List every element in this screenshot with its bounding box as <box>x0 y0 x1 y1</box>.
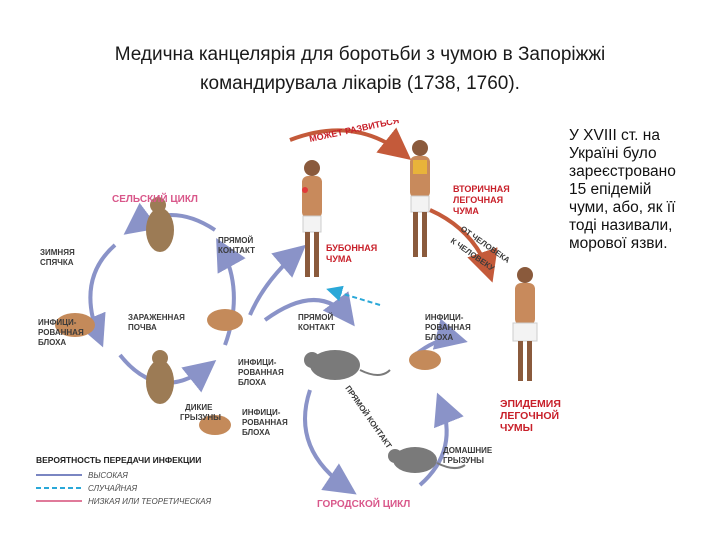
label-infected-flea-bottom-2: РОВАННАЯ <box>242 418 288 427</box>
side-note: У XVIII ст. на Україні було зареєстрован… <box>569 127 714 253</box>
title-line-2: командирувала лікарів (1738, 1760). <box>200 73 520 94</box>
human-figure-middle <box>410 140 430 257</box>
label-infected-flea-center-1: ИНФИЦИ- <box>238 358 277 367</box>
flea-bottom <box>199 415 231 435</box>
label-infected-flea-left-1: ИНФИЦИ- <box>38 318 77 327</box>
label-infected-flea-bottom-3: БЛОХА <box>242 428 270 437</box>
human-figure-right <box>512 267 538 381</box>
label-pneumonic-epidemic-2: ЛЕГОЧНОЙ <box>500 409 559 422</box>
flea-center <box>207 309 243 331</box>
urban-cycle-arrows <box>303 389 464 495</box>
label-infected-flea-right-3: БЛОХА <box>425 333 453 342</box>
label-secondary-pneumonic-1: ВТОРИЧНАЯ <box>453 184 510 194</box>
label-direct-contact-mid-2: КОНТАКТ <box>298 323 335 332</box>
label-direct-contact-top-2: КОНТАКТ <box>218 246 255 255</box>
legend-title: ВЕРОЯТНОСТЬ ПЕРЕДАЧИ ИНФЕКЦИИ <box>36 455 201 465</box>
label-pneumonic-epidemic-1: ЭПИДЕМИЯ <box>500 398 561 410</box>
title-line-1: Медична канцелярія для боротьби з чумою … <box>114 44 606 65</box>
label-bubonic-plague-2: ЧУМА <box>326 254 352 264</box>
label-infected-flea-right-2: РОВАННАЯ <box>425 323 471 332</box>
side-note-line: Україні було <box>569 145 657 162</box>
label-infected-flea-center-2: РОВАННАЯ <box>238 368 284 377</box>
flea-left <box>55 313 95 337</box>
rat-center <box>304 350 391 380</box>
label-bubonic-plague-1: БУБОННАЯ <box>326 243 377 253</box>
rat-bottom <box>388 447 466 473</box>
label-contaminated-soil-2: ПОЧВА <box>128 323 157 332</box>
label-winter-hibernation-1: ЗИМНЯЯ <box>40 248 75 257</box>
side-note-line: чуми, або, як її <box>569 199 676 216</box>
prairie-dog-bottom <box>146 350 174 404</box>
plague-cycle-diagram: СЕЛЬСКИЙ ЦИКЛ ГОРОДСКОЙ ЦИКЛ МОЖЕТ РАЗВИ… <box>36 120 561 510</box>
side-note-line: 15 епідемій <box>569 181 652 198</box>
label-secondary-pneumonic-3: ЧУМА <box>453 206 479 216</box>
label-wild-rodents-1: ДИКИЕ <box>185 403 213 412</box>
label-infected-flea-right-1: ИНФИЦИ- <box>425 313 464 322</box>
legend: ВЕРОЯТНОСТЬ ПЕРЕДАЧИ ИНФЕКЦИИ ВЫСОКАЯ СЛ… <box>36 455 212 506</box>
slide-title: Медична канцелярія для боротьби з чумою … <box>20 40 700 98</box>
human-figure-left <box>302 160 322 277</box>
side-note-line: зареєстровано <box>569 163 676 180</box>
flea-right <box>409 350 441 370</box>
label-infected-flea-bottom-1: ИНФИЦИ- <box>242 408 281 417</box>
label-rural-cycle: СЕЛЬСКИЙ ЦИКЛ <box>112 192 198 205</box>
label-wild-rodents-2: ГРЫЗУНЫ <box>180 413 221 422</box>
label-direct-contact-diag: ПРЯМОЙ КОНТАКТ <box>343 384 393 450</box>
label-urban-cycle: ГОРОДСКОЙ ЦИКЛ <box>317 497 410 510</box>
label-direct-contact-mid-1: ПРЯМОЙ <box>298 313 334 322</box>
label-domestic-rodents-1: ДОМАШНИЕ <box>443 446 493 455</box>
legend-label-random: СЛУЧАЙНАЯ <box>88 484 138 493</box>
legend-label-low: НИЗКАЯ ИЛИ ТЕОРЕТИЧЕСКАЯ <box>88 497 212 506</box>
label-infected-flea-left-2: РОВАННАЯ <box>38 328 84 337</box>
side-note-line: морової язви. <box>569 235 668 252</box>
label-contaminated-soil-1: ЗАРАЖЕННАЯ <box>128 313 185 322</box>
label-direct-contact-top-1: ПРЯМОЙ <box>218 236 254 245</box>
prairie-dog-top <box>146 197 174 252</box>
label-infected-flea-center-3: БЛОХА <box>238 378 266 387</box>
label-domestic-rodents-2: ГРЫЗУНЫ <box>443 456 484 465</box>
label-pneumonic-epidemic-3: ЧУМЫ <box>500 422 533 434</box>
side-note-line: У XVIII ст. на <box>569 127 660 144</box>
legend-label-high: ВЫСОКАЯ <box>88 471 128 480</box>
label-secondary-pneumonic-2: ЛЕГОЧНАЯ <box>453 195 503 205</box>
label-infected-flea-left-3: БЛОХА <box>38 338 66 347</box>
side-note-line: тоді називали, <box>569 217 673 234</box>
label-winter-hibernation-2: СПЯЧКА <box>40 258 74 267</box>
